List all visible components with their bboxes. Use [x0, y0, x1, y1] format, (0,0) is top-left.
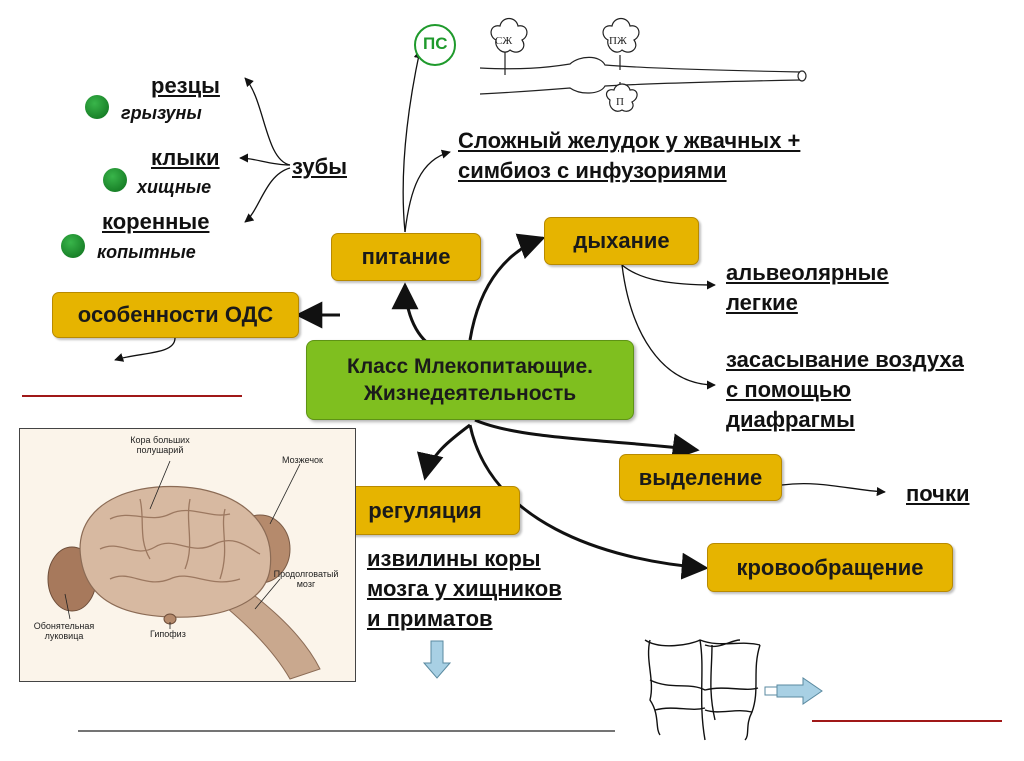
center-title-line2: Жизнедеятельность	[364, 380, 576, 407]
arrow-from-ods	[115, 338, 175, 360]
label-zas-2: с помощью	[726, 375, 851, 404]
arrow-to-vydelenie	[475, 420, 697, 450]
brain-label-mozzhechok: Мозжечок	[282, 455, 323, 465]
label-zheludok-2: симбиоз с инфузориями	[458, 156, 727, 185]
node-krovoobrashchenie: кровообращение	[707, 543, 953, 592]
pzh-label: ПЖ	[609, 35, 627, 47]
arrow-to-zheludok	[405, 152, 450, 232]
ps-label: ПС	[423, 34, 448, 54]
label-rezcy: резцы	[151, 71, 220, 100]
label-zheludok-1: Сложный желудок у жвачных +	[458, 126, 800, 155]
arrow-to-rezcy	[245, 78, 290, 165]
label-pochki: почки	[906, 479, 970, 508]
arrow-to-pochki	[782, 484, 885, 492]
arrow-to-pitanie	[405, 285, 430, 345]
label-zuby: зубы	[292, 152, 347, 181]
label-izv-2: мозга у хищников	[367, 574, 562, 603]
label-alv-2: легкие	[726, 288, 798, 317]
arrow-to-korennye	[245, 168, 290, 222]
brain-label-obonyatelnaya: Обонятельная луковица	[24, 621, 104, 641]
animal-kopytnye: копытные	[97, 242, 196, 263]
arrow-to-ps	[403, 50, 420, 232]
right-arrow-icon	[765, 678, 822, 704]
node-regulyaciya: регуляция	[330, 486, 520, 535]
arrow-to-regulyaciya	[425, 425, 470, 478]
green-dot-icon	[103, 168, 127, 192]
green-dot-icon	[85, 95, 109, 119]
label-zas-3: диафрагмы	[726, 405, 855, 434]
center-title-line1: Класс Млекопитающие.	[347, 353, 593, 380]
szh-label: СЖ	[495, 35, 512, 47]
p-label: П	[616, 96, 624, 108]
node-dyhanie: дыхание	[544, 217, 699, 265]
arrow-to-zas	[622, 265, 715, 385]
label-zas-1: засасывание воздуха	[726, 345, 964, 374]
node-vydelenie: выделение	[619, 454, 782, 501]
node-pitanie: питание	[331, 233, 481, 281]
label-izv-3: и приматов	[367, 604, 493, 633]
label-izv-1: извилины коры	[367, 544, 541, 573]
green-dot-icon	[61, 234, 85, 258]
label-korennye: коренные	[102, 207, 209, 236]
label-klyki: клыки	[151, 143, 220, 172]
brain-label-kora: Кора больших полушарий	[115, 435, 205, 455]
animal-gryzuny: грызуны	[121, 103, 202, 124]
node-ods: особенности ОДС	[52, 292, 299, 338]
down-arrow-icon	[424, 641, 450, 678]
digestive-tract-sketch	[480, 52, 806, 94]
brain-drawing	[20, 429, 355, 681]
map-sketch	[645, 640, 760, 740]
center-node: Класс Млекопитающие. Жизнедеятельность	[306, 340, 634, 420]
arrow-to-alv	[622, 265, 715, 285]
label-alv-1: альвеолярные	[726, 258, 889, 287]
animal-hishchnye: хищные	[137, 177, 211, 198]
brain-label-gipofiz: Гипофиз	[150, 629, 186, 639]
brain-label-prodolgovatyi: Продолговатый мозг	[266, 569, 346, 589]
brain-illustration: Кора больших полушарий Мозжечок Продолго…	[19, 428, 356, 682]
